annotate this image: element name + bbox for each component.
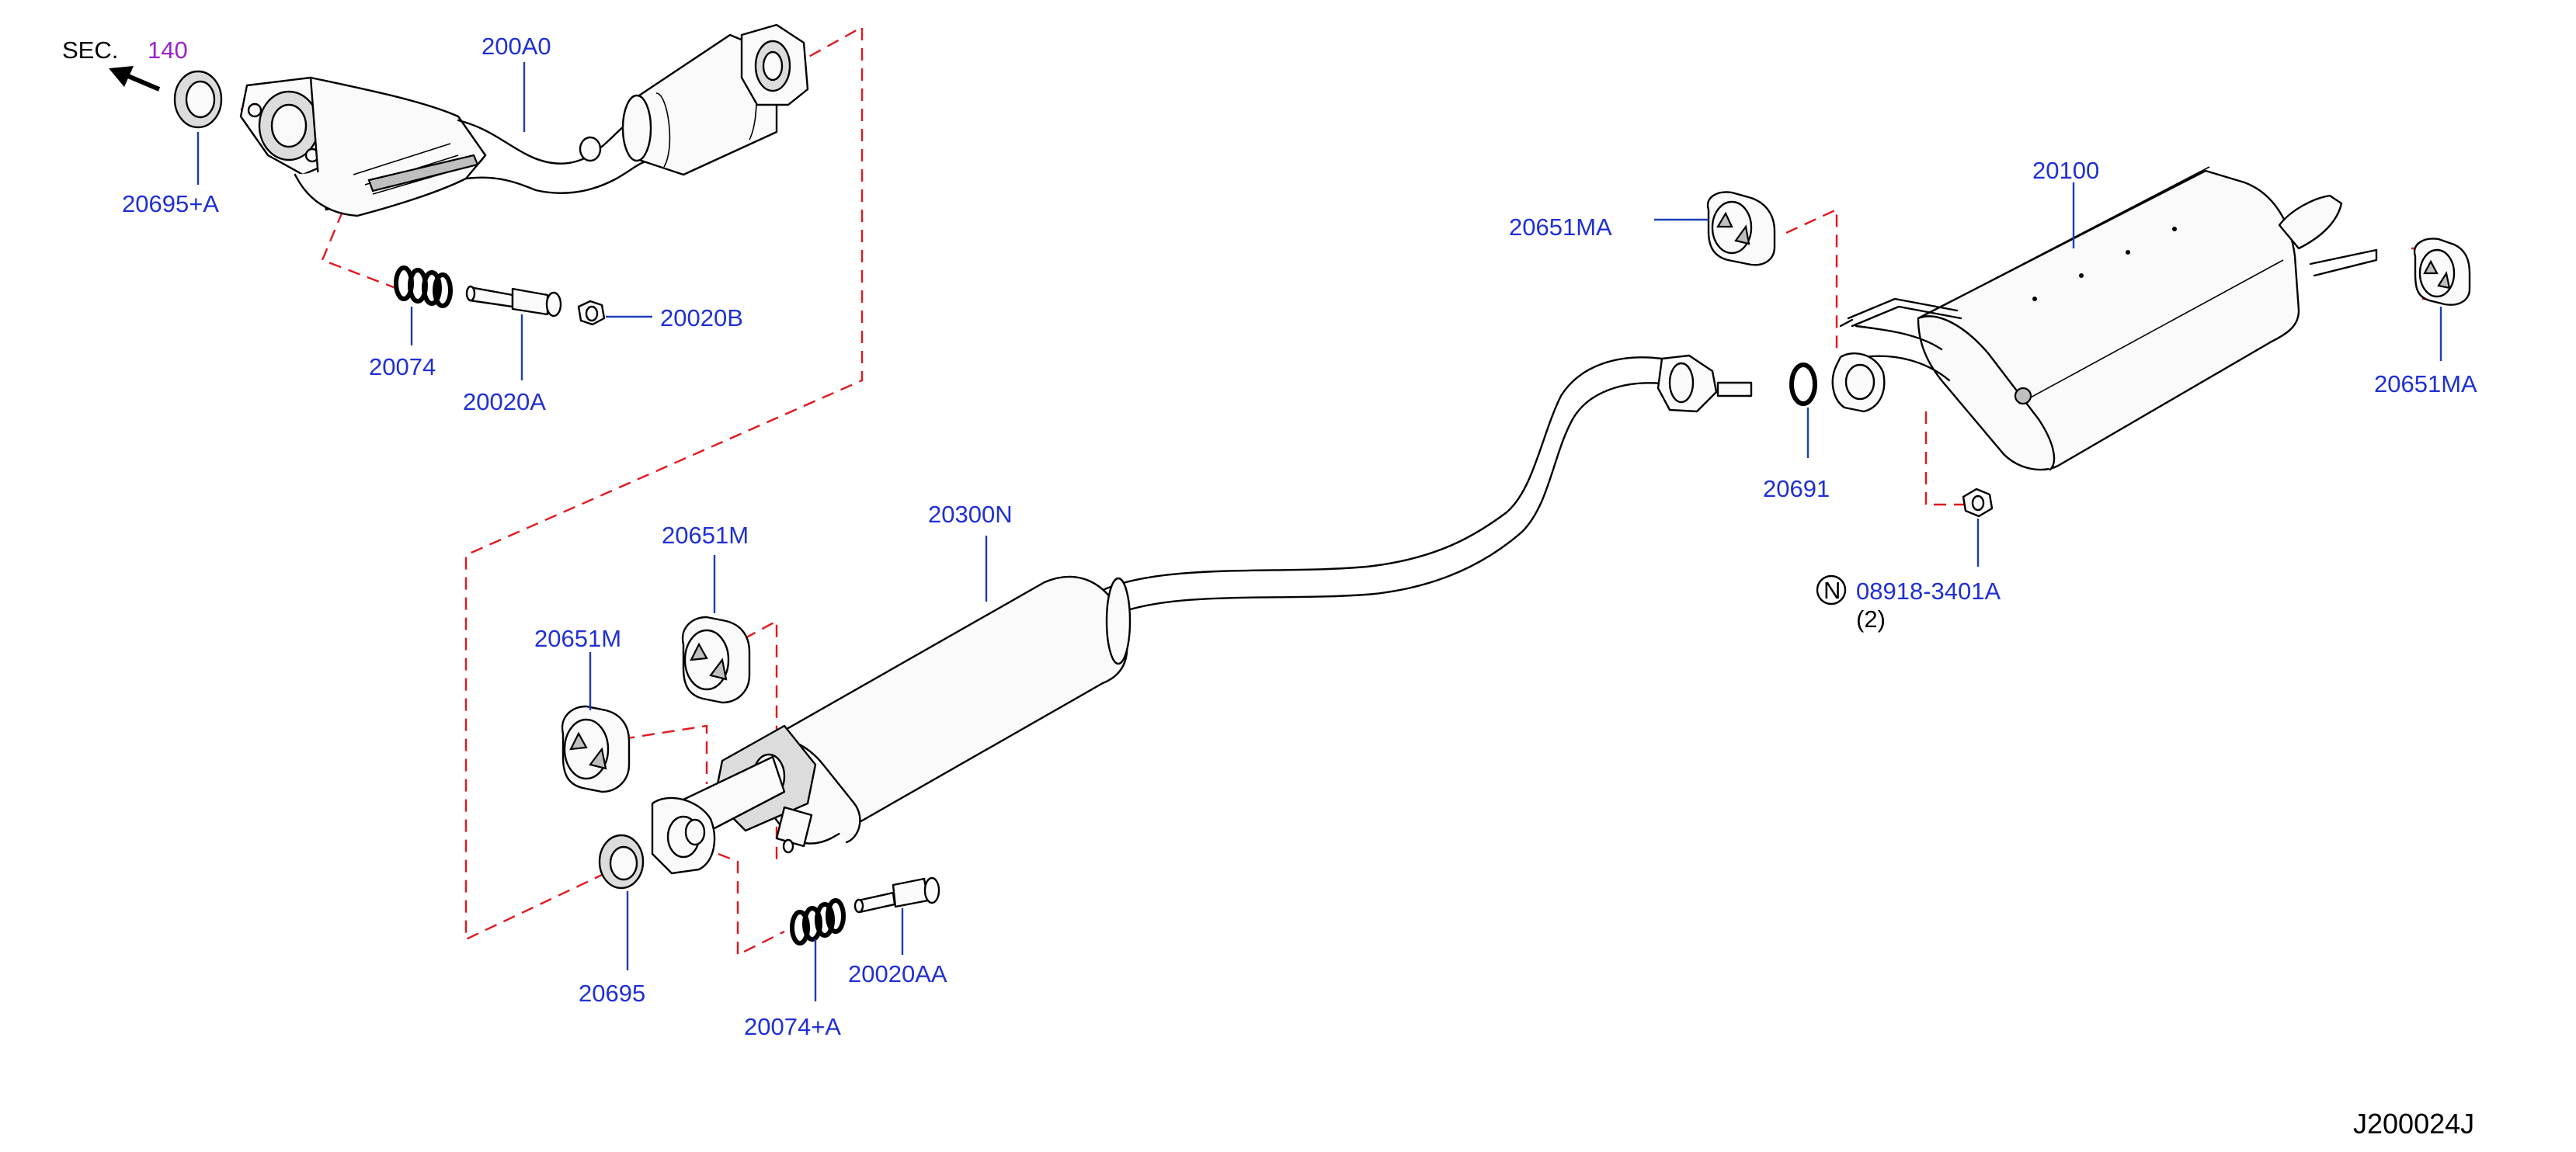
spring-20074[interactable]: [394, 265, 453, 308]
label-20074A[interactable]: 20074+A: [744, 1013, 841, 1040]
hanger-20651M-lower[interactable]: [561, 705, 631, 793]
label-20651M-upper[interactable]: 20651M: [662, 522, 749, 549]
part-labels: 200A0 20695+A 20074 20020A 20020B 20300N…: [122, 33, 2477, 1040]
front-tube-catalyst-200A0[interactable]: [239, 23, 809, 217]
label-20651MA-front[interactable]: 20651MA: [1509, 213, 1612, 241]
hanger-20651MA-front[interactable]: [1706, 191, 1776, 266]
gasket-20691[interactable]: [1789, 363, 1817, 406]
label-200A0[interactable]: 200A0: [481, 33, 551, 60]
label-20651M-lower[interactable]: 20651M: [534, 625, 621, 652]
leader-lines: [196, 62, 2442, 1001]
label-20651MA-rear[interactable]: 20651MA: [2374, 370, 2477, 397]
hanger-20651MA-rear[interactable]: [2413, 238, 2471, 306]
nut-08918-3401A[interactable]: [1962, 488, 1994, 518]
center-muffler-20300N[interactable]: [651, 354, 1753, 875]
label-08918-3401A[interactable]: 08918-3401A: [1856, 578, 2001, 605]
label-20691[interactable]: 20691: [1763, 475, 1830, 502]
label-20300N[interactable]: 20300N: [928, 501, 1013, 528]
gasket-20695A[interactable]: [173, 70, 223, 129]
label-20020AA[interactable]: 20020AA: [848, 960, 947, 987]
nut-20020B[interactable]: [577, 300, 606, 326]
spring-20074A[interactable]: [790, 898, 846, 946]
section-number[interactable]: 140: [148, 36, 188, 64]
label-20695A[interactable]: 20695+A: [122, 190, 219, 217]
rear-muffler-20100[interactable]: [1831, 166, 2378, 471]
label-20100[interactable]: 20100: [2032, 157, 2099, 184]
hanger-20651M-upper[interactable]: [681, 616, 751, 704]
bolt-20020AA[interactable]: [853, 876, 940, 914]
label-20695[interactable]: 20695: [579, 980, 645, 1007]
label-08918-qty: (2): [1856, 605, 1886, 633]
reference-dashed-lines: [240, 25, 2439, 956]
label-20074[interactable]: 20074: [369, 353, 436, 380]
section-reference[interactable]: SEC. 140: [62, 36, 188, 92]
gasket-20695[interactable]: [598, 834, 645, 890]
diagram-id: J200024J: [2353, 1108, 2474, 1140]
nut-symbol: N: [1823, 577, 1841, 604]
nut-n-icon: N: [1816, 574, 1847, 605]
arrow-left-icon: [109, 66, 161, 92]
bolt-20020A[interactable]: [465, 285, 562, 317]
label-20020A[interactable]: 20020A: [463, 388, 546, 415]
label-20020B[interactable]: 20020B: [660, 304, 743, 331]
section-prefix: SEC.: [62, 36, 118, 64]
